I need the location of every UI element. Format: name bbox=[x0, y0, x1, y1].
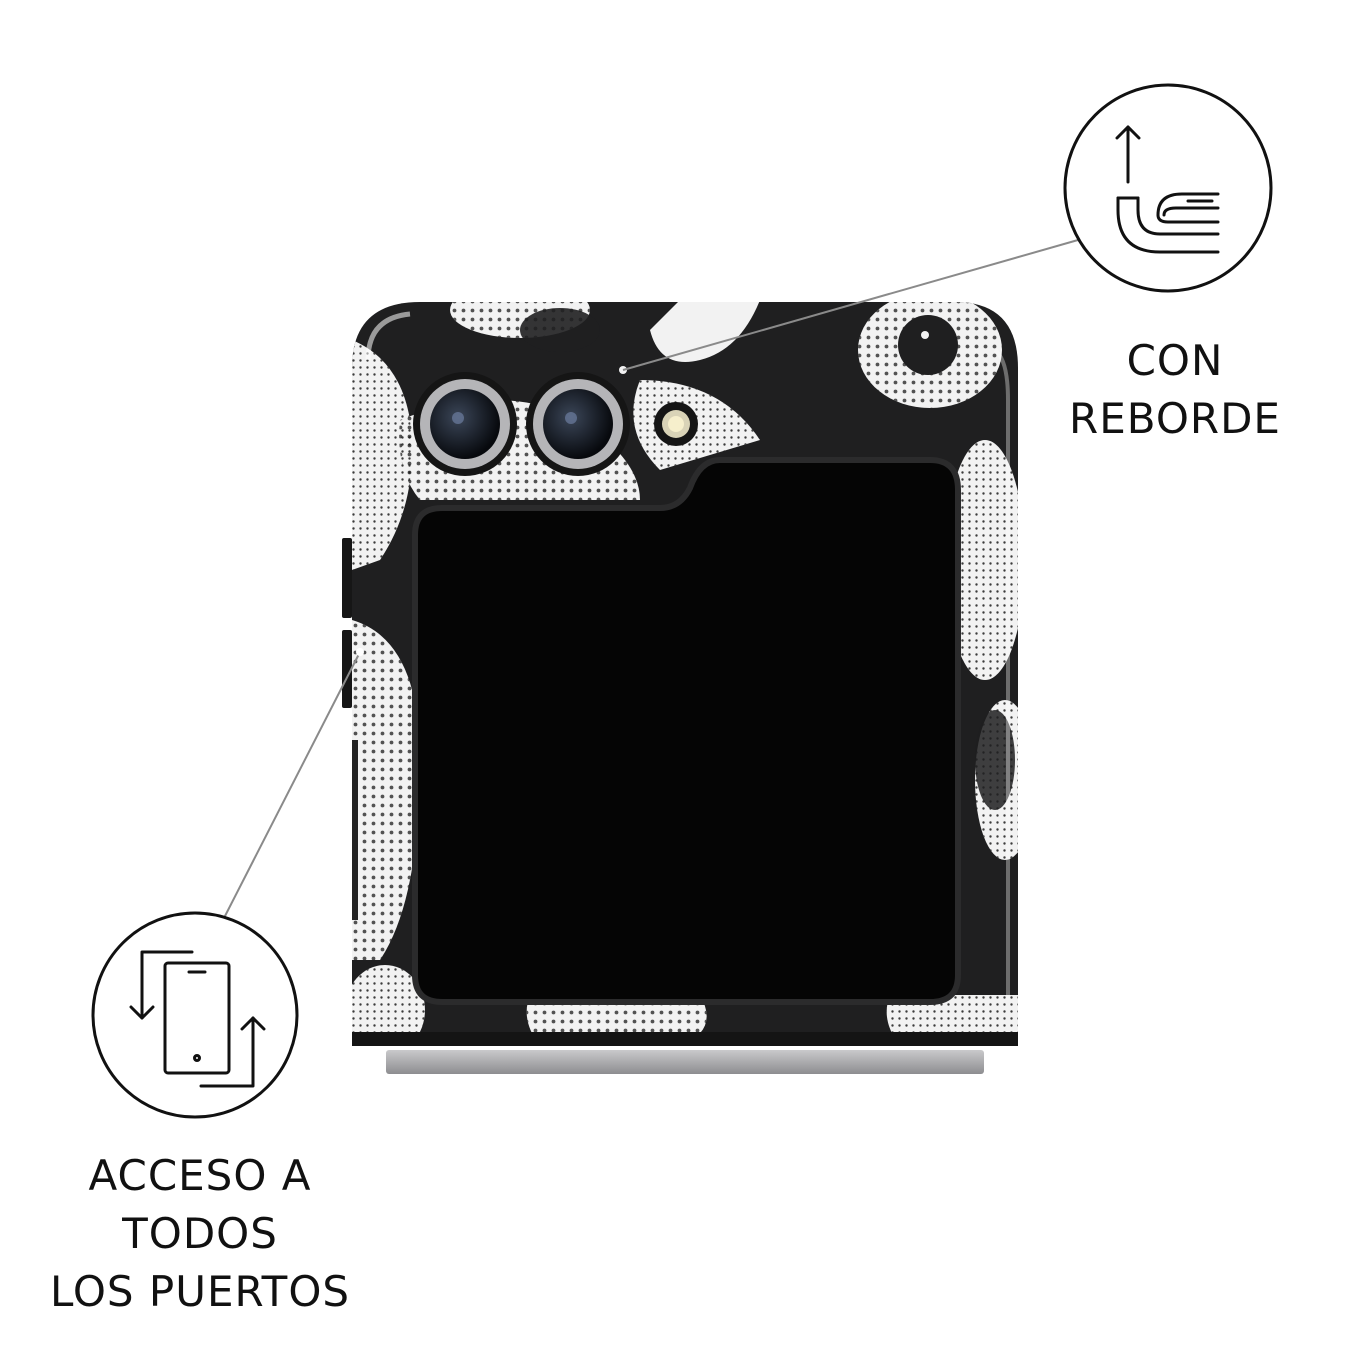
raised-lip-icon bbox=[1063, 83, 1273, 293]
camera-module bbox=[413, 366, 698, 476]
feature-label-lip-line1: CON bbox=[1126, 336, 1224, 385]
feature-label-ports-line2: TODOS bbox=[122, 1209, 278, 1258]
feature-label-lip-line2: REBORDE bbox=[1069, 394, 1281, 443]
leader-line-ports bbox=[223, 651, 361, 919]
phone-case bbox=[352, 302, 1018, 1046]
hinge-bar bbox=[386, 1050, 984, 1074]
feature-label-lip: CON REBORDE bbox=[1040, 332, 1310, 448]
phone-rotate-icon bbox=[91, 911, 299, 1119]
leader-line-lip bbox=[622, 239, 1079, 371]
side-button-lower bbox=[342, 630, 352, 708]
feature-label-ports-line1: ACCESO A bbox=[88, 1151, 312, 1200]
cover-screen bbox=[412, 457, 961, 1005]
feature-label-ports: ACCESO A TODOS LOS PUERTOS bbox=[20, 1147, 380, 1321]
feature-label-ports-line3: LOS PUERTOS bbox=[49, 1267, 351, 1316]
side-button-upper bbox=[342, 538, 352, 618]
